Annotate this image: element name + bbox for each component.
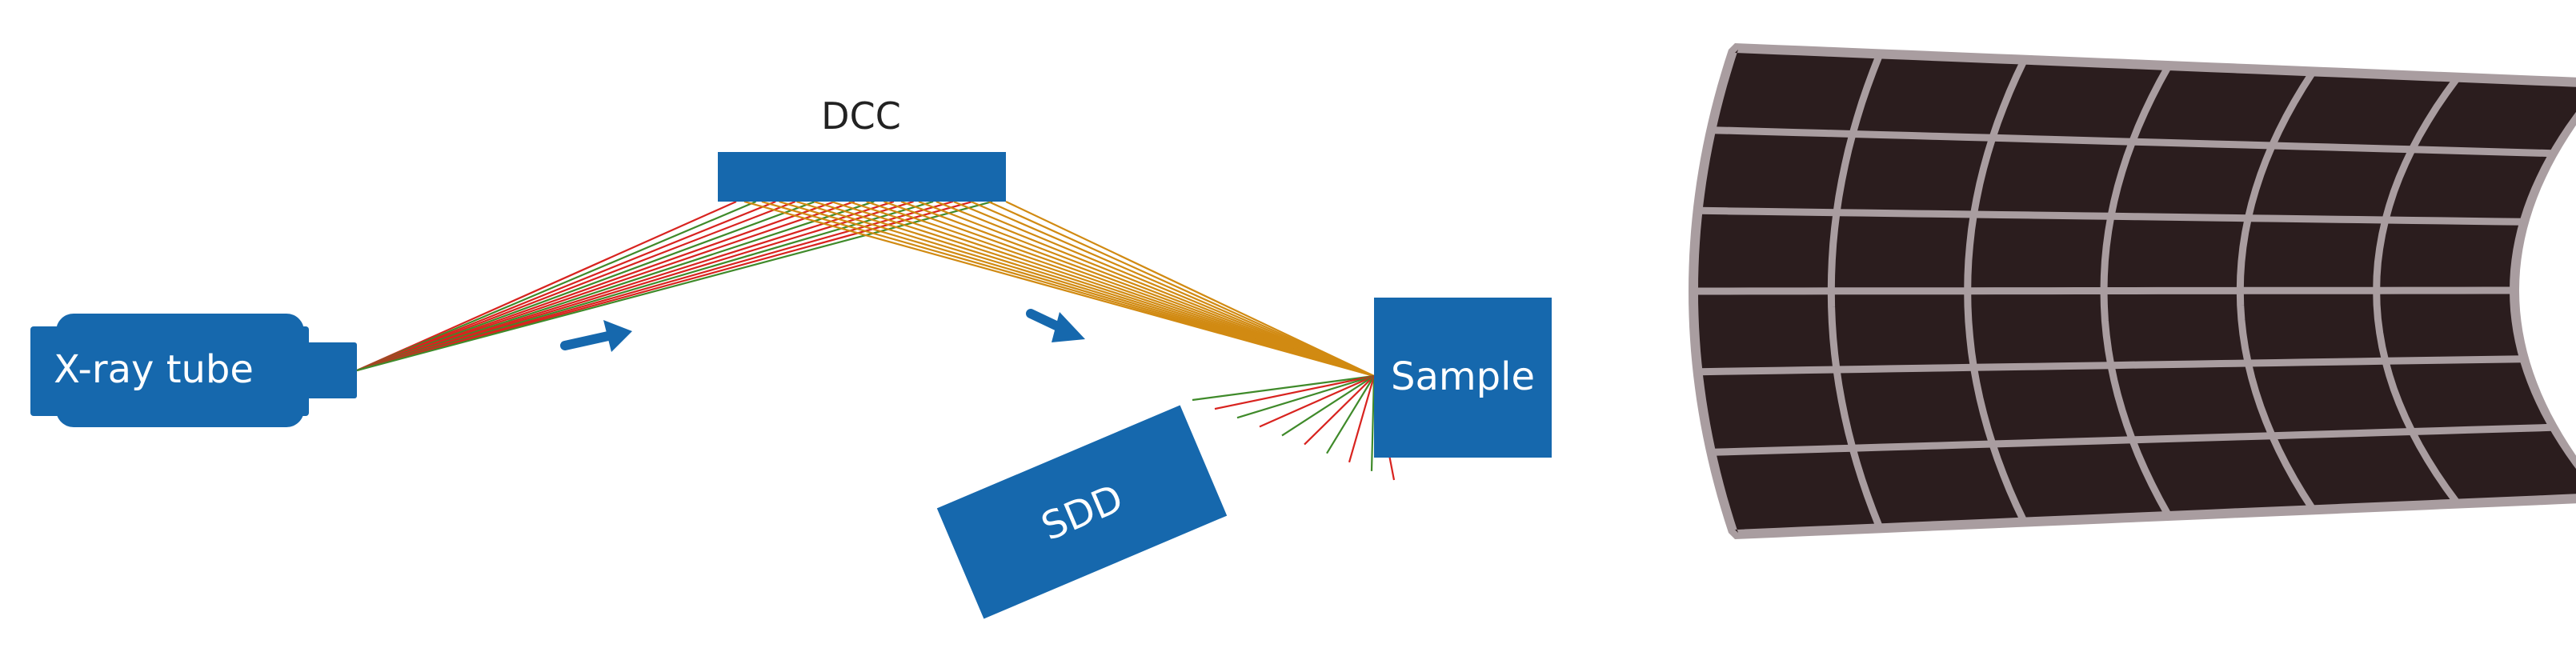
- ray-fluorescence: [1281, 375, 1375, 437]
- ray-focused: [953, 200, 1375, 378]
- ray-incident: [356, 200, 737, 372]
- fluorescence-rays: [1192, 374, 1396, 481]
- ray-incident: [356, 200, 757, 372]
- ray-focused: [813, 200, 1375, 378]
- ray-focused: [900, 200, 1375, 378]
- ray-incident: [356, 200, 914, 372]
- crystal-grid-column-line: [2373, 77, 2460, 505]
- ray-incident: [356, 200, 895, 372]
- ray-fluorescence: [1259, 374, 1375, 428]
- ray-focused: [988, 200, 1375, 378]
- ray-incident: [356, 200, 776, 372]
- crystal-grid-column-line: [2100, 65, 2171, 517]
- ray-incident: [356, 200, 934, 372]
- ray-focused: [1005, 201, 1375, 377]
- ray-incident: [356, 200, 796, 372]
- ray-incident: [356, 200, 835, 372]
- curved-crystal: [1689, 43, 2576, 539]
- ray-fluorescence: [1236, 374, 1375, 419]
- crystal-grid-column-line: [2236, 70, 2316, 510]
- sample-label: Sample: [1391, 354, 1535, 399]
- ray-focused: [831, 200, 1375, 378]
- ray-fluorescence: [1214, 374, 1375, 410]
- incident-rays: [356, 200, 993, 372]
- ray-fluorescence: [1304, 375, 1375, 446]
- sample: Sample: [1374, 298, 1552, 458]
- ray-focused: [935, 200, 1375, 378]
- sdd: SDD: [936, 405, 1228, 619]
- xray-tube-window: [288, 342, 357, 398]
- direction-arrow-focused: [1026, 309, 1085, 342]
- dcc: DCC: [718, 94, 1006, 202]
- dcc-label: DCC: [821, 94, 901, 138]
- xray-tube: X-ray tube: [30, 314, 357, 427]
- direction-arrow-incident: [560, 320, 632, 352]
- xray-tube-label: X-ray tube: [54, 347, 254, 392]
- ray-fluorescence: [1348, 375, 1376, 463]
- ray-fluorescence: [1192, 374, 1375, 402]
- ray-incident: [356, 200, 993, 372]
- ray-focused: [918, 200, 1375, 378]
- sdd-box: [936, 405, 1228, 619]
- ray-focused: [866, 200, 1375, 378]
- ray-incident: [356, 200, 815, 372]
- crystal-grid-column-line: [1827, 54, 1883, 528]
- ray-incident: [356, 200, 875, 372]
- focused-rays: [743, 200, 1375, 378]
- ray-focused: [970, 200, 1375, 378]
- ray-fluorescence: [1370, 375, 1376, 471]
- crystal-grid-column-line: [1964, 59, 2027, 522]
- dcc-crystal: [718, 152, 1006, 202]
- sample-box: [1374, 298, 1552, 458]
- ray-incident: [356, 200, 855, 372]
- xray-tube-cap: [56, 314, 304, 427]
- ray-focused: [883, 200, 1375, 378]
- curved-crystal-grid: [1695, 54, 2553, 528]
- ray-fluorescence: [1326, 375, 1375, 454]
- ray-focused: [848, 200, 1375, 378]
